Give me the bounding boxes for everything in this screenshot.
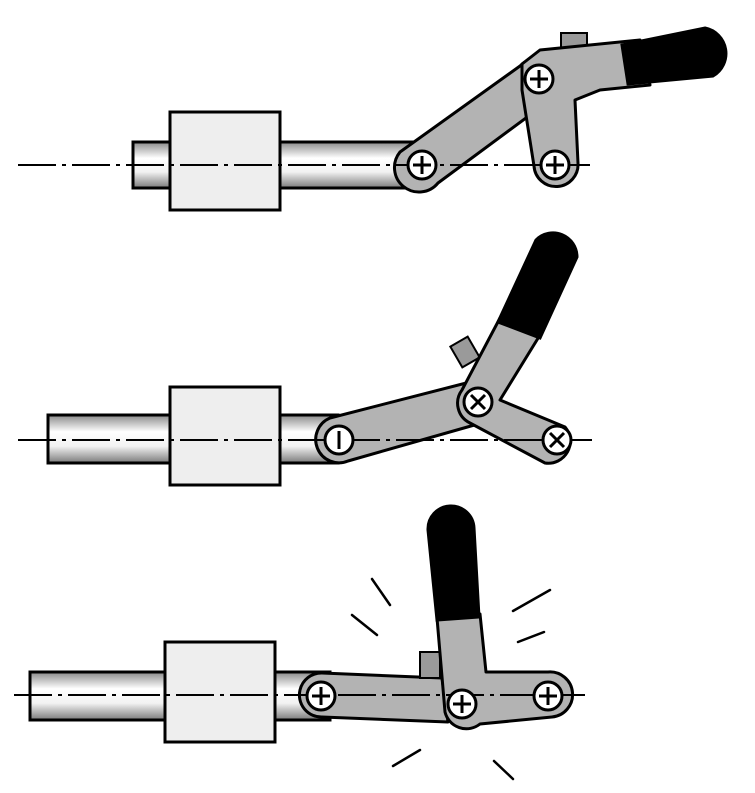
handle-stop-2 [448,335,482,369]
stage-2-intermediate [18,231,592,487]
pivot-screw-1c [539,149,571,181]
handle-grip-2 [495,231,579,340]
impact-mark [511,588,552,613]
handle-grip-3 [426,504,481,622]
guide-block-3 [163,640,277,744]
stage-1-open [18,26,728,212]
stage-3-locked [14,504,585,781]
pivot-screw-3a [305,680,337,712]
impact-mark [492,759,515,781]
pivot-screw-2b [462,386,494,418]
guide-block-1 [168,110,282,212]
pivot-screw-3c [532,680,564,712]
long-link-3 [297,671,450,724]
impact-mark [350,613,379,637]
impact-mark [391,748,422,768]
handle-grip-1 [620,26,728,86]
impact-mark [516,630,546,644]
impact-mark [370,577,392,607]
handle-stop-3 [419,651,441,679]
pivot-screw-1b [523,63,555,95]
pivot-screw-2c [541,424,573,456]
pivot-screw-3b [446,688,478,720]
guide-block-2 [168,385,282,487]
pivot-screw-2a [323,424,355,456]
impact-marks [350,577,552,781]
pivot-screw-1a [406,149,438,181]
